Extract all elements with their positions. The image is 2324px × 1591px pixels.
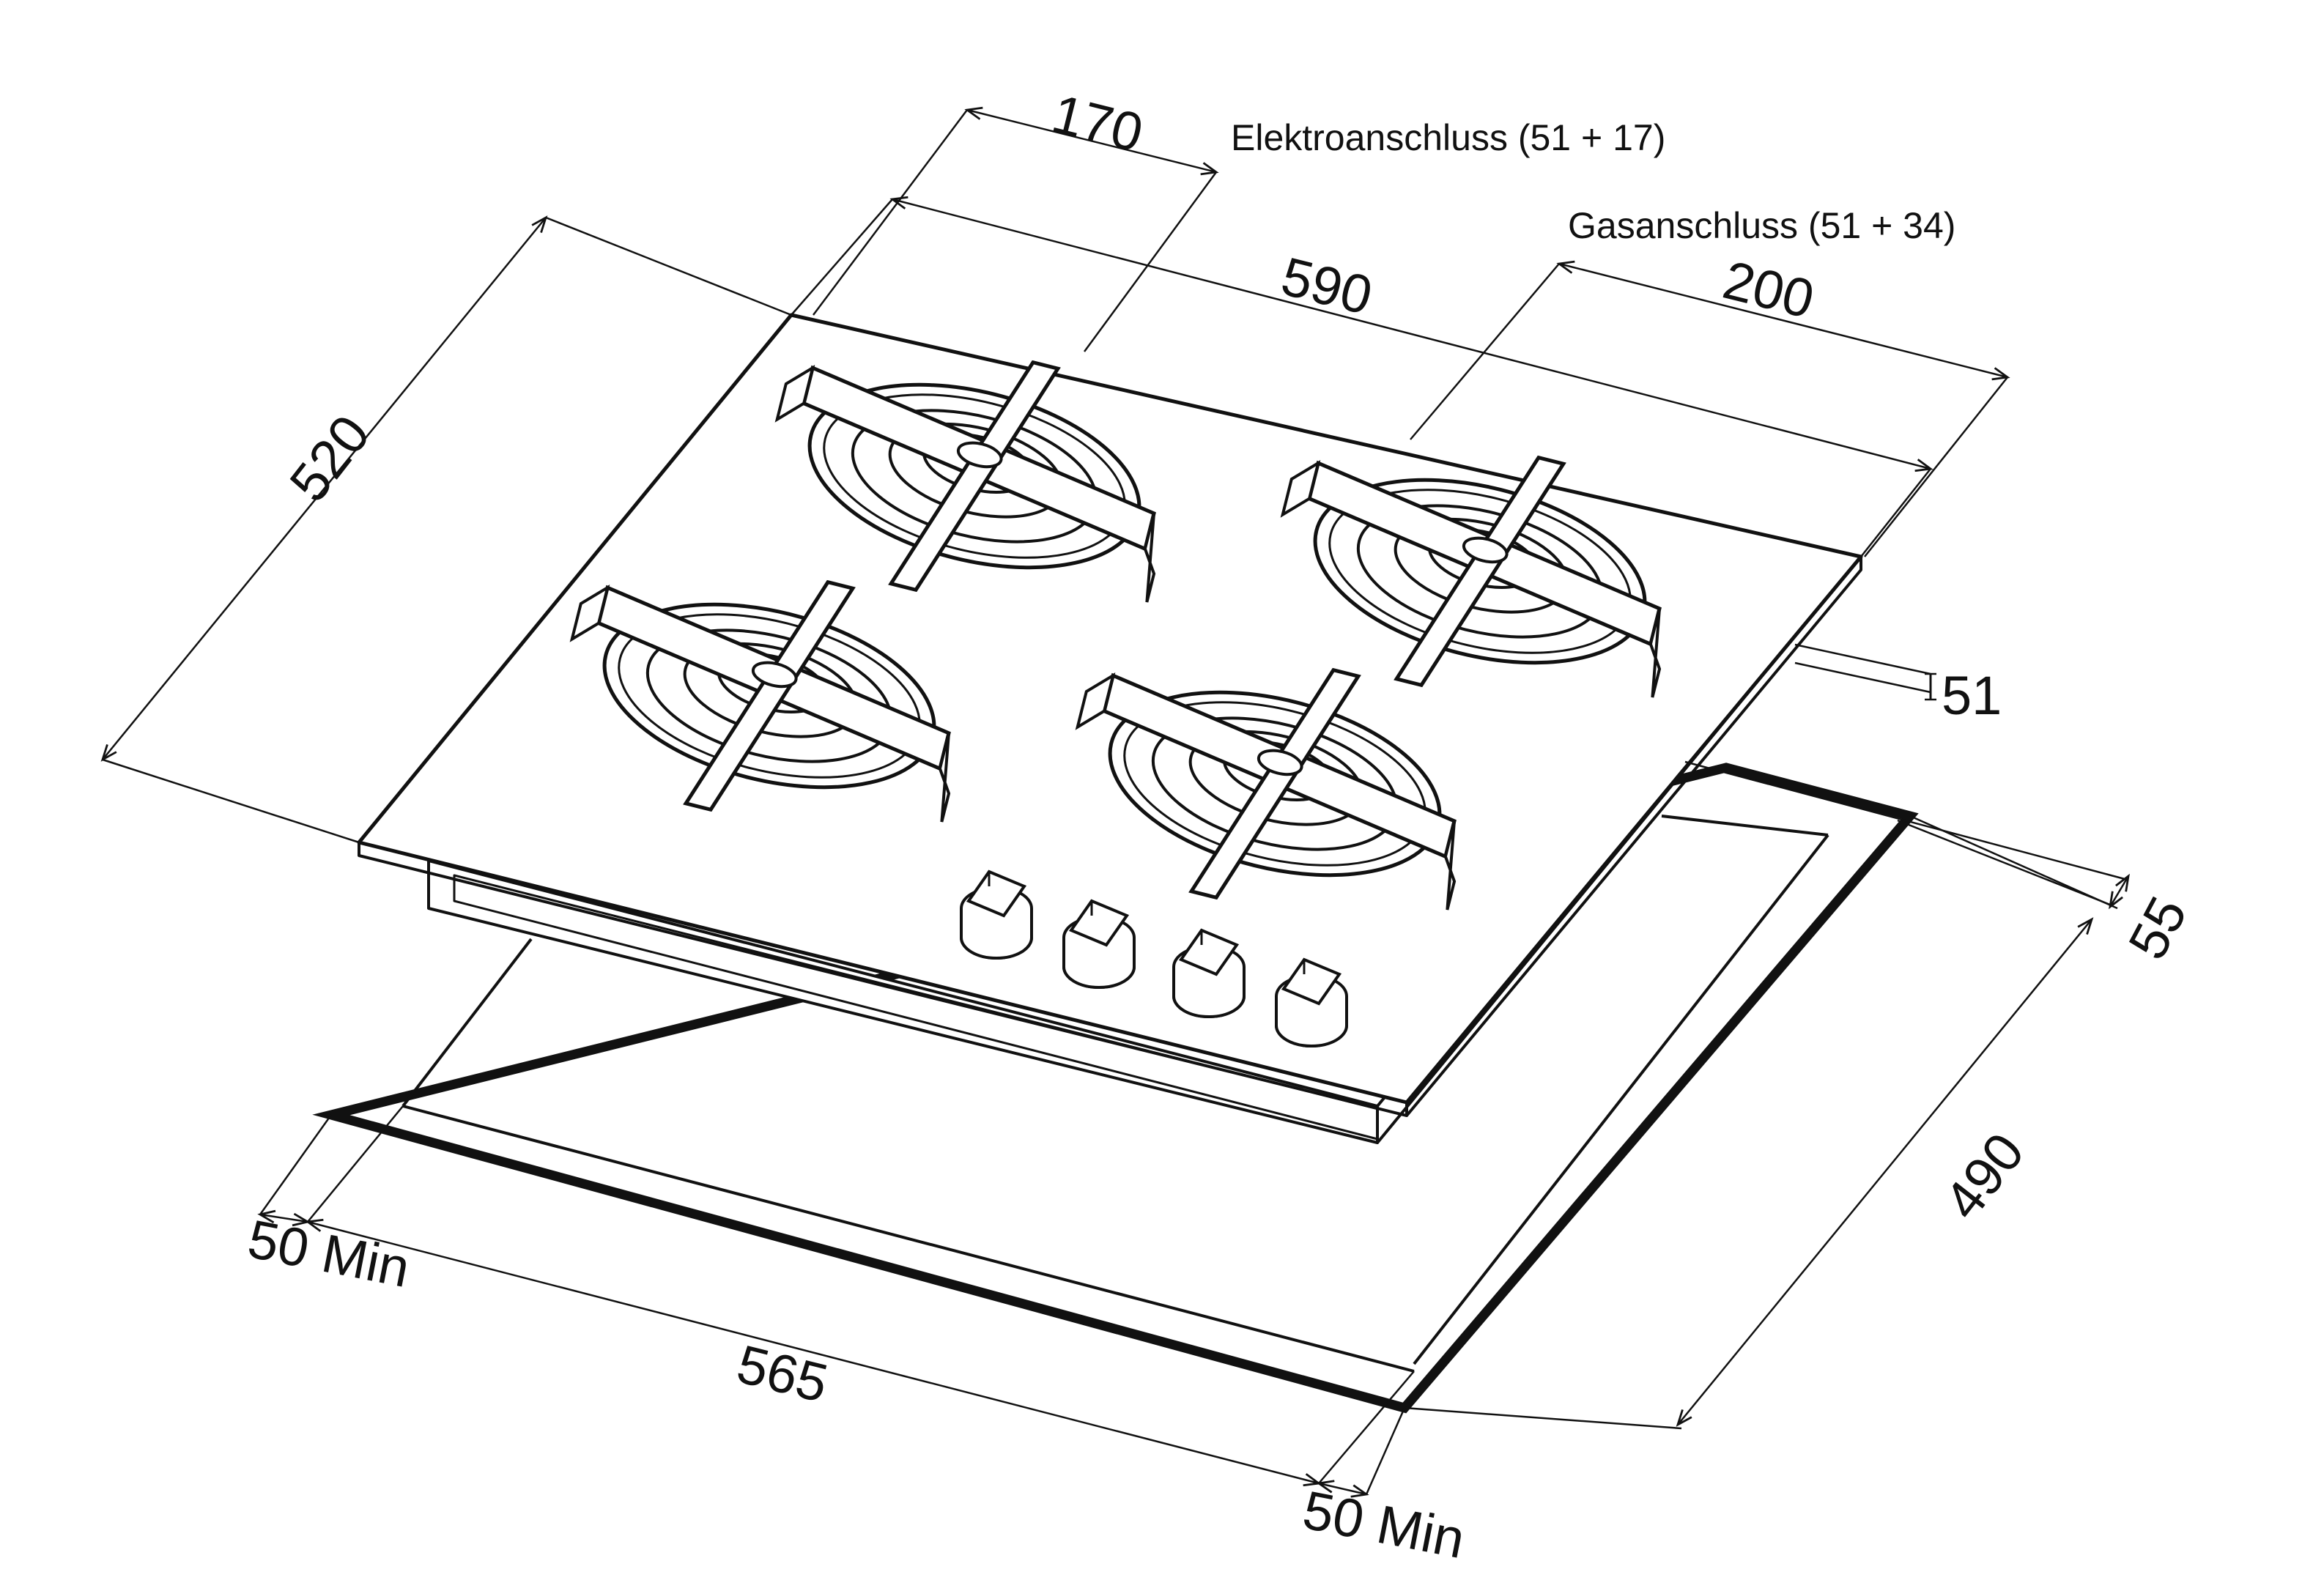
dim-200-label: 200 [1717,249,1820,330]
dimension-lines [100,106,2130,1498]
dim-55-line [2109,873,2130,910]
dim-50-left-line [257,1209,311,1227]
dim-565-line [305,1218,1322,1487]
pan-support-foot [1280,459,1321,518]
cutout-inner-edge-left [401,938,533,1108]
dim-200-extension-a [1410,263,1560,440]
burner-4 [1075,667,1457,911]
cutout-inner-edge-front [402,1105,1415,1373]
dim-565-extension-b [1318,1371,1415,1484]
gas-connection-label: Gasanschluss (51 + 34) [1568,205,1955,246]
pan-support-foot [1648,608,1662,698]
dim-50-front-line [1316,1480,1369,1498]
dim-590-label: 590 [1276,245,1378,326]
dim-590-line [889,196,1933,472]
pan-support-foot [1075,672,1116,730]
dim-51-extension-bottom [1794,661,1931,694]
dim-590-extension-b [1860,468,1931,557]
dim-50-left-extension-a [259,1114,333,1215]
dim-520-line [100,215,548,762]
control-knob-2 [1062,899,1136,989]
burner-top-knob [1257,749,1303,776]
pan-support-foot [774,364,815,423]
pan-support-bar [683,579,856,812]
cutout-inner-edge-right [1661,815,1829,837]
hob-glass-edge-front [358,842,1408,1117]
burner-3 [569,579,951,823]
pan-support-foot [938,733,951,823]
pan-support-foot [1443,820,1457,911]
electrical-connection-label: Elektroanschluss (51 + 17) [1231,117,1665,158]
dim-55-extension-a [1684,760,2125,880]
knob-grip [1281,957,1342,1006]
pan-support-bar [1188,667,1361,900]
dim-490-extension-b [1404,1406,1682,1430]
knob-grip [966,869,1027,918]
knob-grip [1068,899,1130,947]
dim-200-extension-b [1864,377,2008,557]
dim-490-extension-a [1909,815,2118,910]
dim-55-extension-b [1897,819,2111,906]
pan-support-foot [569,584,610,642]
dim-170-label: 170 [1046,83,1149,163]
dim-490-line [1676,917,2094,1427]
dim-50-front-extension [1365,1407,1406,1495]
dim-50-min-left-label: 50 Min [243,1208,415,1299]
control-knob-3 [1172,928,1246,1018]
hob-body [357,313,1863,1144]
dim-51-extension-top [1794,643,1931,675]
dim-520-extension-a [545,216,792,316]
burner-top-knob [1462,536,1509,564]
dim-200-line [1556,260,2010,381]
hob-glass-edge-right [1405,557,1862,1117]
control-knob-4 [1275,957,1348,1047]
dim-520-label: 520 [278,404,381,512]
dim-51-label: 51 [1942,665,2002,726]
dim-170-line [964,106,1219,176]
burner-top-knob [751,661,798,689]
control-knob-1 [960,869,1033,960]
knob-grip [1178,928,1240,976]
dim-55-label: 55 [2117,887,2199,969]
dim-590-extension-a [791,199,893,316]
control-knobs [960,869,1348,1047]
dim-565-label: 565 [731,1333,834,1414]
dim-520-extension-b [102,758,360,844]
dim-50-min-front-label: 50 Min [1298,1479,1470,1570]
dim-50-left-extension-b [307,1105,404,1223]
burner-2 [1280,455,1662,698]
dim-170-extension-b [1083,171,1218,352]
dim-490-label: 490 [1932,1121,2035,1230]
pan-support-foot [1143,513,1156,603]
